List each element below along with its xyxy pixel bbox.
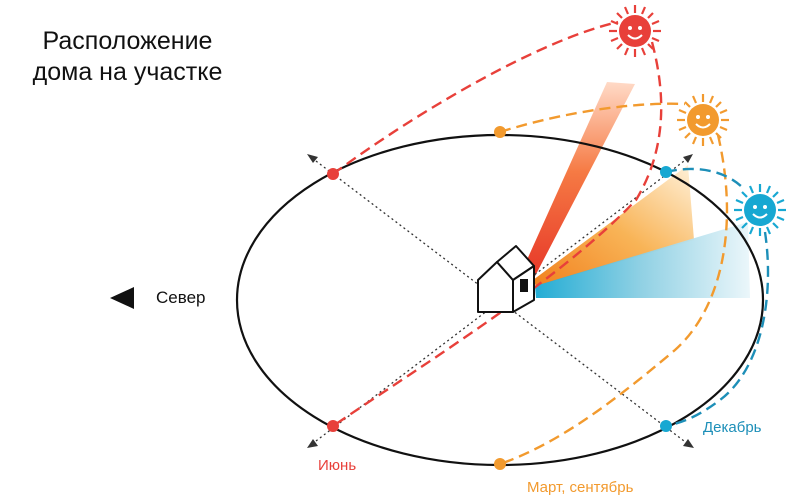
axis-arrowheads	[307, 154, 694, 448]
sun-icon-december	[734, 184, 786, 236]
equinox-top-marker	[494, 126, 506, 138]
december-sun-path-return	[665, 231, 770, 428]
december-label: Декабрь	[703, 419, 762, 436]
june-sun-path	[332, 20, 619, 175]
equinox-sun-path-return	[499, 134, 729, 466]
june-label: Июнь	[318, 457, 357, 474]
diagram-title: Расположение дома на участке	[20, 26, 235, 88]
sun-icon-june	[609, 5, 661, 57]
june-sunlight-beam	[526, 82, 635, 282]
june-sun-path-return	[332, 41, 663, 427]
equinox-bottom-marker	[494, 458, 506, 470]
june-sunrise-marker	[327, 168, 339, 180]
title-line-2: дома на участке	[32, 58, 223, 86]
title-line-1: Расположение	[42, 27, 213, 55]
december-sunlight-beam	[535, 222, 750, 298]
north-label: Север	[156, 288, 206, 307]
sun-icon-equinox	[677, 94, 729, 146]
june-sunset-marker	[327, 420, 339, 432]
december-top-marker	[660, 166, 672, 178]
equinox-sunlight-beam	[533, 165, 694, 286]
north-indicator: Север	[110, 287, 205, 309]
march-september-label: Март, сентябрь	[527, 479, 634, 496]
house-icon	[477, 245, 535, 313]
arrow-left-icon	[110, 287, 134, 309]
equinox-sun-path	[499, 102, 686, 134]
december-sun-path	[665, 167, 744, 189]
december-bottom-marker	[660, 420, 672, 432]
